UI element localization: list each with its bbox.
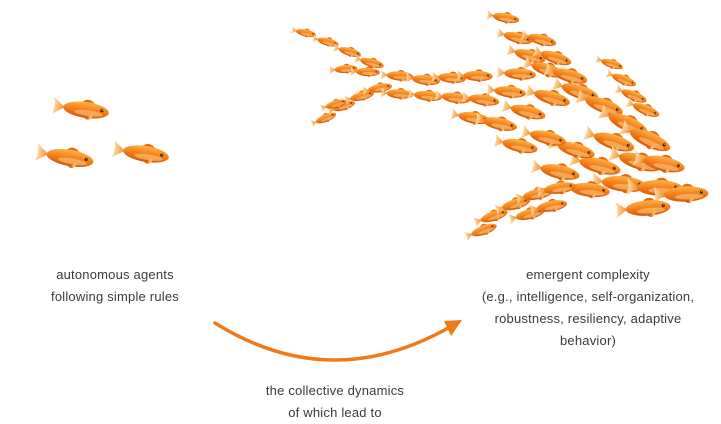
right-caption-line-3: robustness, resiliency, adaptive <box>494 311 682 326</box>
goldfish-icon <box>450 106 492 128</box>
goldfish-icon <box>111 138 171 167</box>
goldfish-icon <box>604 67 639 90</box>
left-caption-line-2: following simple rules <box>51 289 179 304</box>
goldfish-icon <box>309 109 338 128</box>
right-caption-line-1: emergent complexity <box>526 267 650 282</box>
curved-arrow-icon <box>213 320 462 362</box>
goldfish-icon <box>34 141 96 172</box>
bottom-caption: the collective dynamics of which lead to <box>230 380 440 424</box>
left-caption: autonomous agents following simple rules <box>20 264 210 308</box>
goldfish-icon <box>615 196 671 220</box>
fish-school <box>290 8 709 242</box>
bottom-caption-line-1: the collective dynamics <box>265 383 405 398</box>
bottom-caption-line-2: of which lead to <box>288 405 382 420</box>
right-caption-line-4: behavior) <box>560 333 616 348</box>
goldfish-icon <box>501 97 548 124</box>
left-caption-line-1: autonomous agents <box>56 267 174 282</box>
goldfish-icon <box>496 65 537 82</box>
goldfish-icon <box>594 53 625 73</box>
goldfish-icon <box>461 90 501 109</box>
goldfish-icon <box>463 219 499 242</box>
goldfish-icon <box>290 25 317 40</box>
right-caption-line-2: (e.g., intelligence, self-organization, <box>481 289 695 304</box>
goldfish-icon <box>51 95 111 123</box>
individual-fish-group <box>34 95 171 172</box>
right-caption: emergent complexity (e.g., intelligence,… <box>463 264 713 352</box>
goldfish-icon <box>486 8 521 26</box>
